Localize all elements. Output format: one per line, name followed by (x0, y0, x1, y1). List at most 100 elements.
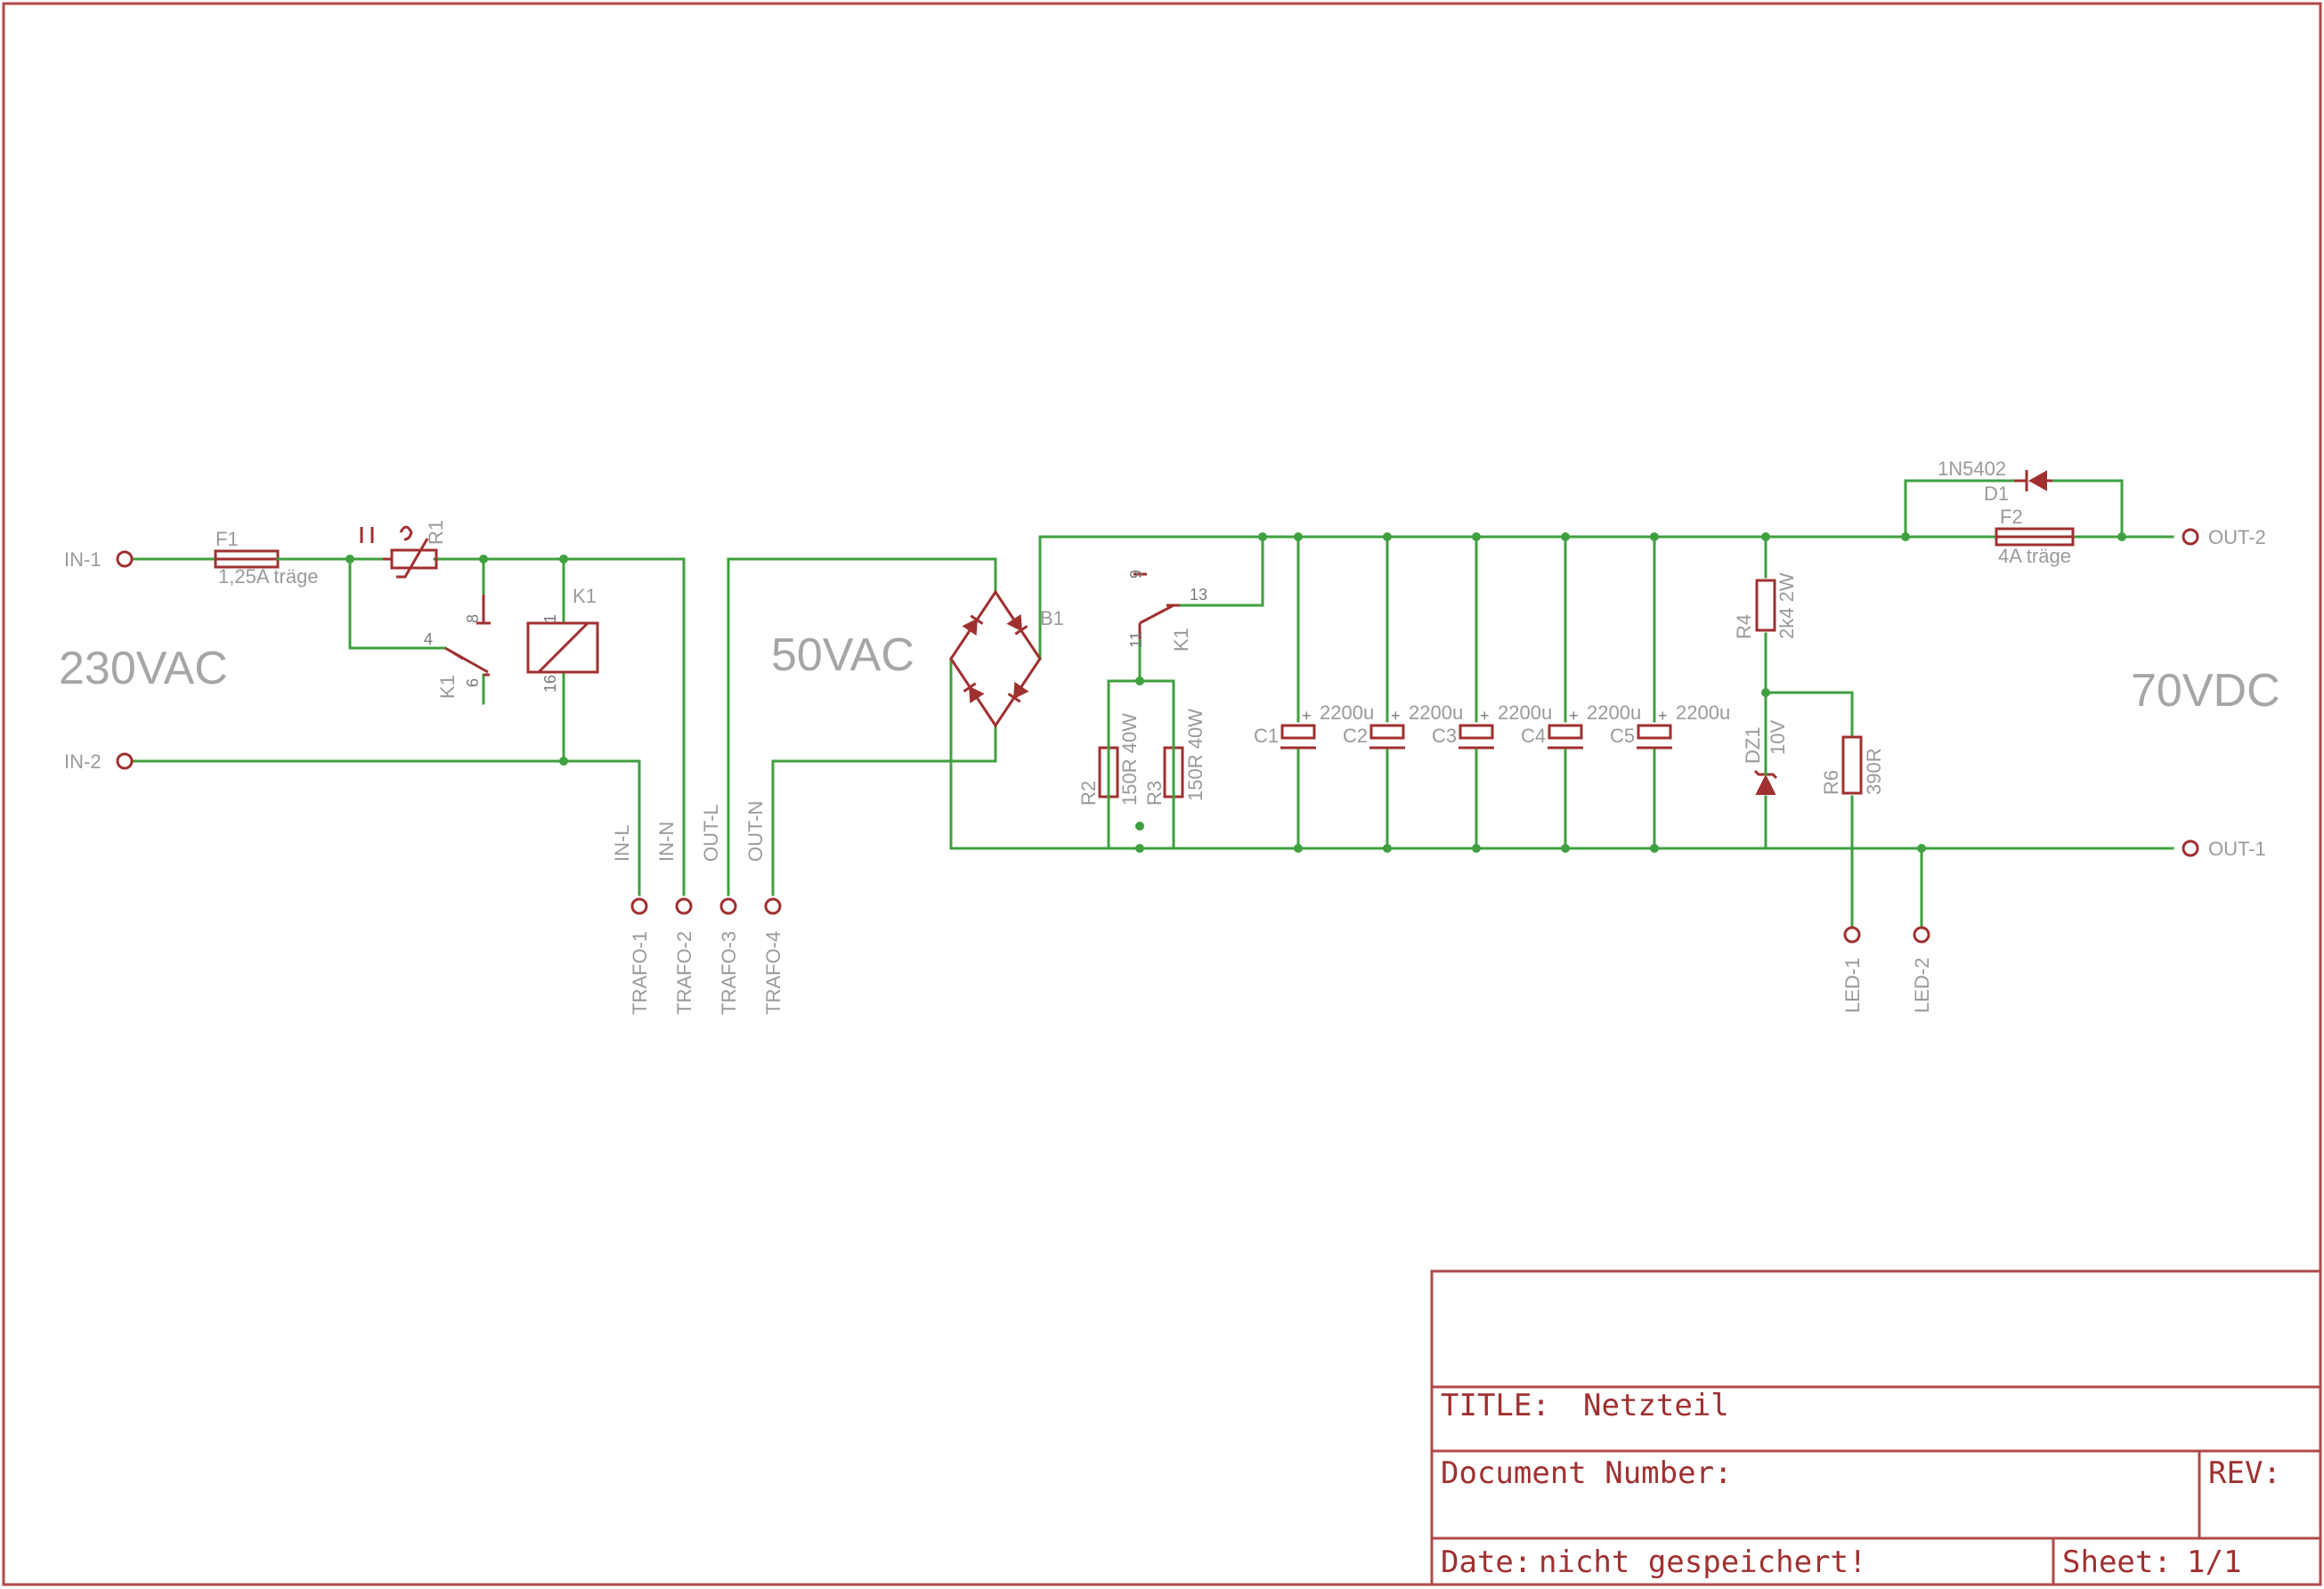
r6-value: 390R (1863, 748, 1885, 795)
thermistor-r1-icon (360, 525, 438, 579)
voltage-trafo-label: 50VAC (771, 629, 914, 681)
rev-label: REV: (2208, 1455, 2281, 1491)
r6-name: R6 (1820, 770, 1842, 795)
relay-k1-coil-icon (526, 621, 599, 674)
net-in-n-label: IN-N (655, 822, 678, 862)
f2-value: 4A träge (1998, 545, 2071, 567)
c3-value: 2200u (1498, 701, 1552, 724)
d1-value: 1N5402 (1938, 458, 2006, 480)
diode-d1-icon (2014, 470, 2052, 491)
c5-value: 2200u (1676, 701, 1730, 724)
k1-pin-4: 4 (424, 630, 433, 648)
k1-pin-8: 8 (464, 614, 482, 623)
resistor-r4-icon (1755, 579, 1776, 632)
c2-value: 2200u (1409, 701, 1463, 724)
resistor-r6-icon (1841, 735, 1863, 795)
pin-trafo2-icon (675, 897, 693, 915)
capacitor-c4-icon: + (1548, 707, 1583, 750)
in1-label: IN-1 (64, 548, 102, 571)
k1-pin-11: 11 (1127, 631, 1145, 648)
net-out-l-label: OUT-L (700, 804, 722, 862)
c4-value: 2200u (1587, 701, 1641, 724)
k1-pin-16: 16 (541, 675, 559, 693)
pin-out2-icon (2182, 528, 2199, 546)
relay-k1-switch-right-icon (1134, 572, 1180, 639)
pin-trafo1-icon (630, 897, 648, 915)
out1-label: OUT-1 (2208, 838, 2266, 860)
svg-text:+: + (1480, 707, 1490, 725)
net-out-n-label: OUT-N (744, 801, 767, 862)
svg-text:+: + (1658, 707, 1668, 725)
connector-pins (116, 528, 2199, 944)
out2-label: OUT-2 (2208, 526, 2266, 548)
f2-name: F2 (2000, 506, 2023, 528)
pin-in2-icon (116, 752, 134, 770)
capacitor-c5-icon: + (1637, 707, 1672, 750)
wires (132, 479, 2174, 936)
sheet-label: Sheet: (2062, 1544, 2172, 1580)
c4-name: C4 (1521, 725, 1546, 747)
title-value: Netzteil (1583, 1388, 1729, 1423)
c3-name: C3 (1432, 725, 1457, 747)
r1-name: R1 (425, 520, 447, 545)
k1-pin-9: 9 (1127, 570, 1145, 579)
trafo1-label: TRAFO-1 (629, 931, 651, 1015)
k1-pin-6: 6 (464, 678, 482, 687)
zener-dz1-icon (1753, 759, 1778, 795)
document-number-label: Document Number: (1441, 1455, 1733, 1491)
capacitor-c3-icon: + (1459, 707, 1494, 750)
k1-pin-13: 13 (1190, 586, 1207, 604)
c5-name: C5 (1610, 725, 1635, 747)
resistor-r2-icon (1098, 679, 1119, 850)
pin-trafo4-icon (764, 897, 782, 915)
k1-coil-name: K1 (573, 585, 597, 607)
r4-value: 2k4 2W (1776, 572, 1798, 639)
f1-name: F1 (215, 528, 239, 550)
date-label: Date: (1441, 1544, 1532, 1580)
dz1-name: DZ1 (1742, 726, 1764, 764)
r3-name: R3 (1143, 781, 1166, 806)
bridge-rectifier-b1-icon (949, 589, 1042, 728)
dz1-value: 10V (1767, 720, 1789, 755)
led1-label: LED-1 (1841, 958, 1864, 1013)
voltage-output-label: 70VDC (2131, 665, 2280, 717)
voltage-input-label: 230VAC (59, 643, 228, 694)
r3-value: 150R 40W (1184, 709, 1207, 801)
capacitor-c1-icon: + (1280, 707, 1316, 750)
title-block (1430, 1269, 2322, 1586)
junction-dots (345, 532, 2126, 853)
r4-name: R4 (1733, 614, 1755, 639)
k1-switch-right-name: K1 (1170, 628, 1192, 652)
resistor-r3-icon (1163, 679, 1184, 850)
b1-name: B1 (1040, 607, 1064, 629)
svg-text:+: + (1391, 707, 1401, 725)
d1-name: D1 (1984, 482, 2009, 505)
svg-text:+: + (1569, 707, 1579, 725)
c1-name: C1 (1254, 725, 1279, 747)
trafo2-label: TRAFO-2 (673, 931, 695, 1015)
pin-out1-icon (2182, 839, 2199, 857)
in2-label: IN-2 (64, 750, 102, 773)
r2-name: R2 (1077, 781, 1100, 806)
pin-in1-icon (116, 550, 134, 568)
c2-name: C2 (1343, 725, 1368, 747)
r2-value: 150R 40W (1118, 713, 1141, 806)
trafo4-label: TRAFO-4 (762, 931, 784, 1015)
f1-value: 1,25A träge (218, 565, 319, 588)
capacitor-c2-icon: + (1369, 707, 1405, 750)
fuse-f2-icon (1995, 527, 2075, 547)
led2-label: LED-2 (1911, 958, 1933, 1013)
date-value: nicht gespeichert! (1539, 1544, 1866, 1580)
k1-switch-left-name: K1 (436, 675, 459, 699)
pin-led1-icon (1843, 926, 1861, 944)
svg-text:+: + (1302, 707, 1312, 725)
trafo3-label: TRAFO-3 (718, 931, 740, 1015)
net-in-l-label: IN-L (611, 824, 633, 862)
relay-k1-switch-left-icon (444, 595, 491, 677)
k1-pin-1: 1 (541, 614, 559, 623)
pin-trafo3-icon (719, 897, 737, 915)
title-label: TITLE: (1441, 1388, 1550, 1423)
sheet-value: 1/1 (2187, 1544, 2241, 1580)
